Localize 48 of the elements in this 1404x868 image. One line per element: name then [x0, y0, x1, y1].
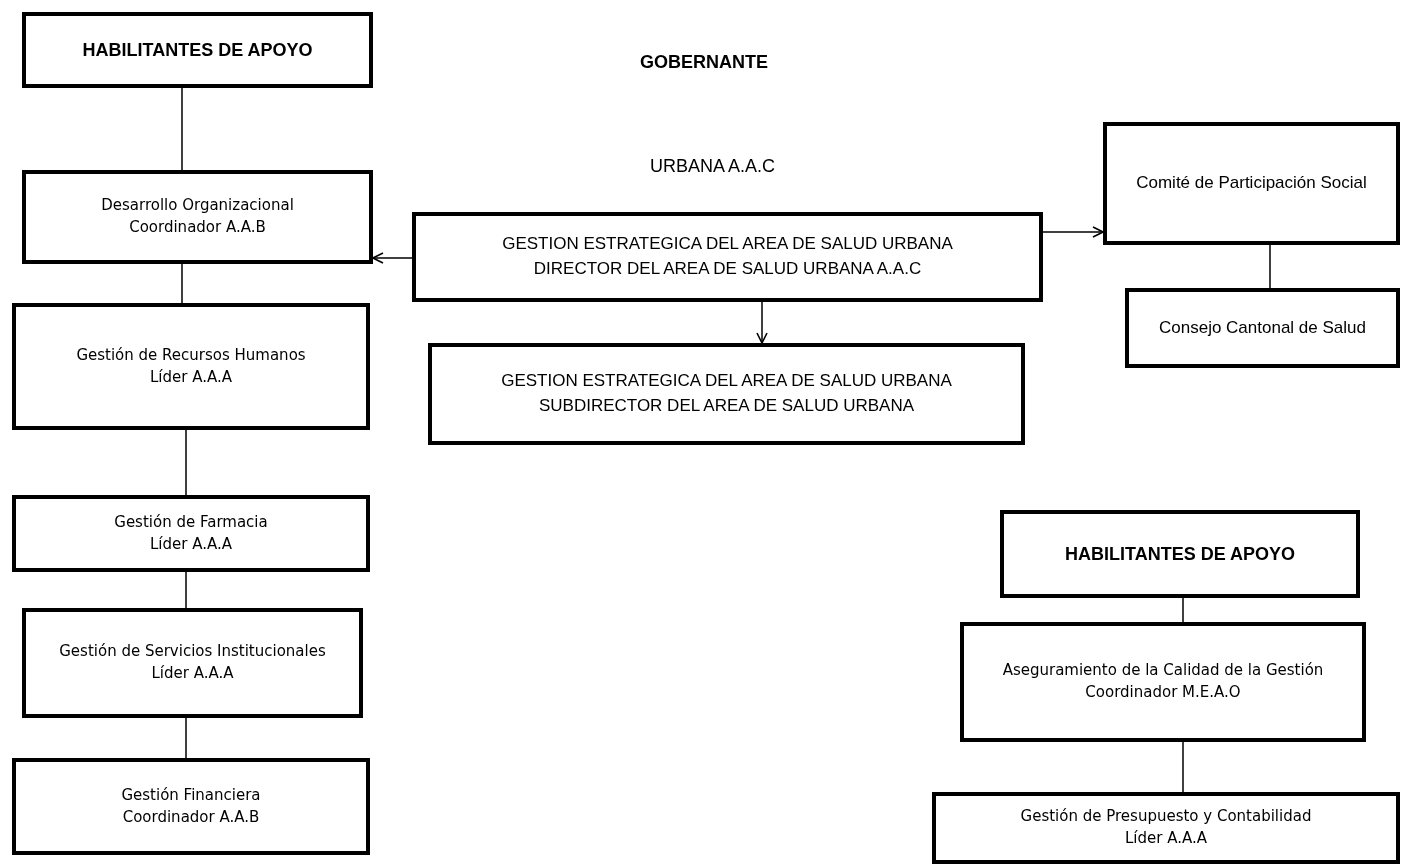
- org-unit-box: [22, 12, 373, 88]
- unit-name: Gestión de Recursos Humanos: [76, 344, 306, 366]
- connector-line: [185, 571, 187, 609]
- connector-line: [185, 429, 187, 496]
- org-unit-box: [932, 792, 1400, 864]
- org-unit-box: [960, 622, 1366, 742]
- unit-role: SUBDIRECTOR DEL AREA DE SALUD URBANA: [538, 395, 914, 417]
- unit-name: Gestión de Farmacia: [114, 511, 268, 533]
- arrow: [756, 301, 768, 344]
- org-unit-box: [1103, 122, 1400, 245]
- unit-role: Coordinador A.A.B: [122, 806, 260, 828]
- connector-line: [1269, 244, 1271, 289]
- unit-name: HABILITANTES DE APOYO: [1065, 542, 1295, 566]
- unit-name: Consejo Cantonal de Salud: [1159, 316, 1366, 339]
- org-unit-box: [1000, 510, 1360, 598]
- unit-name: HABILITANTES DE APOYO: [82, 38, 313, 62]
- unit-role: Coordinador M.E.A.O: [1085, 682, 1241, 703]
- connector-line: [185, 717, 187, 759]
- unit-name: GESTION ESTRATEGICA DEL AREA DE SALUD URBANA: [501, 370, 952, 393]
- org-unit-box: [22, 608, 363, 718]
- unit-role: Líder A.A.A: [150, 366, 232, 388]
- org-unit-box: [412, 212, 1043, 302]
- unit-name: Aseguramiento de la Calidad de la Gestión: [1002, 660, 1324, 682]
- org-unit-box: [22, 170, 373, 264]
- unit-role: DIRECTOR DEL AREA DE SALUD URBANA A.A.C: [533, 258, 922, 280]
- unit-name: GESTION ESTRATEGICA DEL AREA DE SALUD URBANA: [502, 233, 953, 256]
- unit-role: Coordinador A.A.B: [129, 217, 266, 238]
- unit-role: Líder A.A.A: [150, 533, 232, 555]
- unit-name: Comité de Participación Social: [1136, 172, 1367, 195]
- connector-line: [1182, 597, 1184, 623]
- connector-line: [181, 263, 183, 304]
- arrow: [1042, 226, 1104, 238]
- org-unit-box: [12, 758, 370, 855]
- connector-line: [181, 87, 183, 171]
- unit-name: Gestión de Presupuesto y Contabilidad: [1020, 806, 1312, 828]
- unit-name: Gestión Financiera: [121, 784, 261, 806]
- unit-name: Desarrollo Organizacional: [101, 195, 294, 217]
- level-heading: GOBERNANTE: [640, 52, 768, 73]
- org-unit-box: [12, 303, 370, 430]
- org-unit-box: [428, 343, 1025, 445]
- level-note: URBANA A.A.C: [650, 156, 776, 177]
- unit-role: Líder A.A.A: [1125, 828, 1207, 849]
- unit-role: Líder A.A.A: [151, 663, 234, 684]
- org-unit-box: [12, 495, 370, 572]
- connector-line: [1182, 741, 1184, 793]
- unit-name: Gestión de Servicios Institucionales: [59, 641, 326, 663]
- arrow: [372, 252, 413, 264]
- org-unit-box: [1125, 288, 1400, 368]
